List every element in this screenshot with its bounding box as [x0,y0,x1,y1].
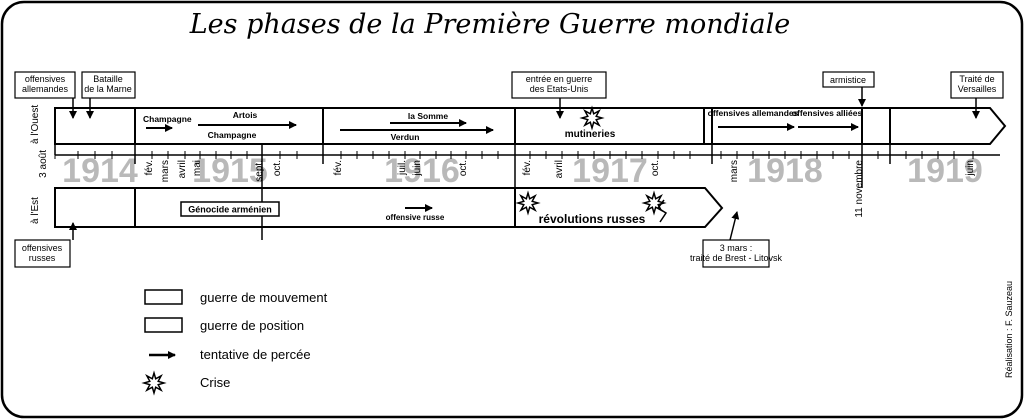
month-label-aout-1914: 3 août [38,150,49,178]
callout-versailles [950,71,1004,99]
label-champagne-1915b: Champagne [208,130,257,140]
month-label: fév. [522,160,533,175]
label-offensives-alliees-1918: offensives alliées [792,108,863,118]
month-label: juin [965,160,976,177]
legend-label-crise: Crise [200,375,230,390]
callout-armistice [822,71,875,88]
month-label: oct. [272,160,283,176]
label-verdun: Verdun [391,132,420,142]
legend-label-position: guerre de position [200,318,304,333]
month-label: juin [412,160,423,177]
month-label: fév. [144,160,155,175]
credit: Réalisation : F. Sauzeau [1004,281,1014,378]
crisis-star-icon [515,190,541,216]
year-1916: 1916 [384,152,460,190]
label-genocide-armenien: Génocide arménien [188,205,272,215]
label-revolutions-russes: révolutions russes [539,212,646,226]
label-offensive-russe: offensive russe [386,213,445,222]
callout-text: armistice [830,75,866,85]
callout-bataille-marne [81,71,136,99]
legend-label-mouvement: guerre de mouvement [200,290,328,305]
label-champagne-1915a: Champagne [143,114,192,124]
legend: guerre de mouvement guerre de position t… [144,289,328,390]
callout-arrow [729,211,740,241]
label-mutineries: mutineries [565,129,616,140]
crisis-star-icon [579,105,605,131]
year-1915: 1915 [192,152,268,190]
callout-brest-litovsk [702,239,770,268]
label-somme: la Somme [408,111,448,121]
month-label: avril [554,160,565,178]
label-artois: Artois [233,110,258,120]
callout-entree-guerre [511,71,607,99]
month-label: oct. [458,160,469,176]
legend-crisis-star-icon [141,370,167,396]
month-label: mars [729,160,740,182]
page-title: Les phases de la Première Guerre mondial… [189,9,790,40]
west-front-band [54,107,1007,145]
east-front-band [54,187,724,228]
genocide-box [180,201,280,217]
legend-swatch-mouvement [144,289,183,305]
callout-text: 3 mars :traité de Brest - Litovsk [690,243,783,263]
label-offensives-allemandes-1918: offensives allemandes [708,108,799,118]
month-label: fév. [333,160,344,175]
month-label: sept. [254,160,265,182]
zigzag-mark [656,199,668,223]
month-label: mars [160,160,171,182]
legend-swatch-position [144,317,183,333]
legend-label-percee: tentative de percée [200,347,311,362]
front-label-west: à l'Ouest [30,105,41,144]
month-label: mai [192,160,203,176]
month-label: avril [177,160,188,178]
month-label-nov-1918: 11 novembre [854,160,865,218]
month-label: juil. [397,160,408,176]
callout-offensives-russes [14,239,71,268]
callout-offensives-allemandes [14,71,76,99]
year-1919: 1919 [907,152,983,190]
year-1914: 1914 [62,152,138,190]
month-ticks [54,151,974,159]
front-label-east: à l'Est [30,197,41,224]
month-label: oct. [650,160,661,176]
